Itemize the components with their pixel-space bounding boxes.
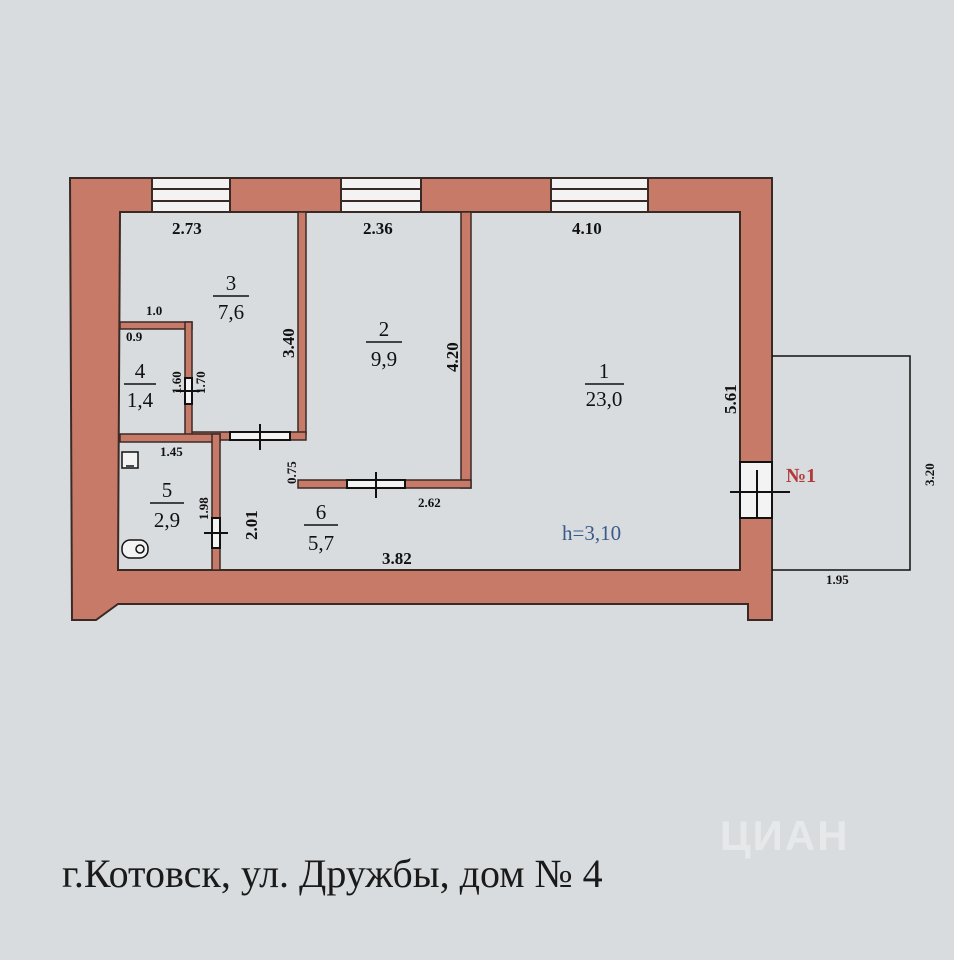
- room-4-number: 4: [135, 359, 146, 383]
- dim-room5-side: 1.98: [196, 497, 211, 520]
- dim-porch-width: 1.95: [826, 572, 849, 587]
- dim-corridor-gap: 0.75: [284, 461, 299, 484]
- room-1-number: 1: [599, 359, 610, 383]
- address-caption: г.Котовск, ул. Дружбы, дом № 4: [62, 851, 603, 896]
- door-symbols: [176, 377, 790, 549]
- dim-top-room2: 2.36: [363, 219, 393, 238]
- room-6-label: 6 5,7: [304, 500, 338, 555]
- dim-room4-height-b: 1.70: [193, 371, 208, 394]
- room-6-number: 6: [316, 500, 327, 524]
- room-5-area: 2,9: [154, 508, 180, 532]
- sink-icon: [121, 451, 139, 469]
- room-4-area: 1,4: [127, 388, 154, 412]
- dim-room4-height-a: 1.60: [169, 371, 184, 394]
- dim-room3-side: 3.40: [279, 328, 298, 358]
- room-5-label: 5 2,9: [150, 478, 184, 532]
- room-4-label: 4 1,4: [124, 359, 156, 412]
- dimension-labels: 2.73 2.36 4.10 3.40 4.20 5.61 1.0 0.9 1.…: [126, 219, 937, 587]
- dim-room2-side: 4.20: [443, 342, 462, 372]
- dim-bottom-width: 3.82: [382, 549, 412, 568]
- dim-room2-bottom: 2.62: [418, 495, 441, 510]
- room-3-area: 7,6: [218, 300, 244, 324]
- room-1-area: 23,0: [586, 387, 623, 411]
- window-room2: [340, 177, 422, 213]
- room-2-number: 2: [379, 317, 390, 341]
- exterior-walls: [68, 177, 773, 621]
- room-2-label: 2 9,9: [366, 317, 402, 371]
- room-labels: 1 23,0 2 9,9 3 7,6 4 1,4 5 2,9 6 5,7: [124, 271, 624, 555]
- window-room1: [550, 177, 649, 213]
- dim-room6-side: 2.01: [242, 510, 261, 540]
- dim-porch-depth: 3.20: [922, 463, 937, 486]
- dim-room5-top: 1.45: [160, 444, 183, 459]
- dim-top-room3: 2.73: [172, 219, 202, 238]
- room-5-number: 5: [162, 478, 173, 502]
- room-3-label: 3 7,6: [213, 271, 249, 324]
- room-6-area: 5,7: [308, 531, 334, 555]
- watermark: ЦИАН: [720, 812, 850, 859]
- porch-outline: [772, 355, 911, 571]
- entrance-label: №1: [786, 465, 816, 487]
- window-room3: [151, 177, 231, 213]
- ceiling-height: h=3,10: [562, 521, 621, 545]
- bathroom-fixtures: [121, 451, 149, 559]
- room-1-label: 1 23,0: [585, 359, 624, 411]
- room-2-area: 9,9: [371, 347, 397, 371]
- dim-top-room1: 4.10: [572, 219, 602, 238]
- dim-room4-inner: 0.9: [126, 329, 143, 344]
- room-3-number: 3: [226, 271, 237, 295]
- dim-room4-top: 1.0: [146, 303, 162, 318]
- dim-room1-side: 5.61: [721, 384, 740, 414]
